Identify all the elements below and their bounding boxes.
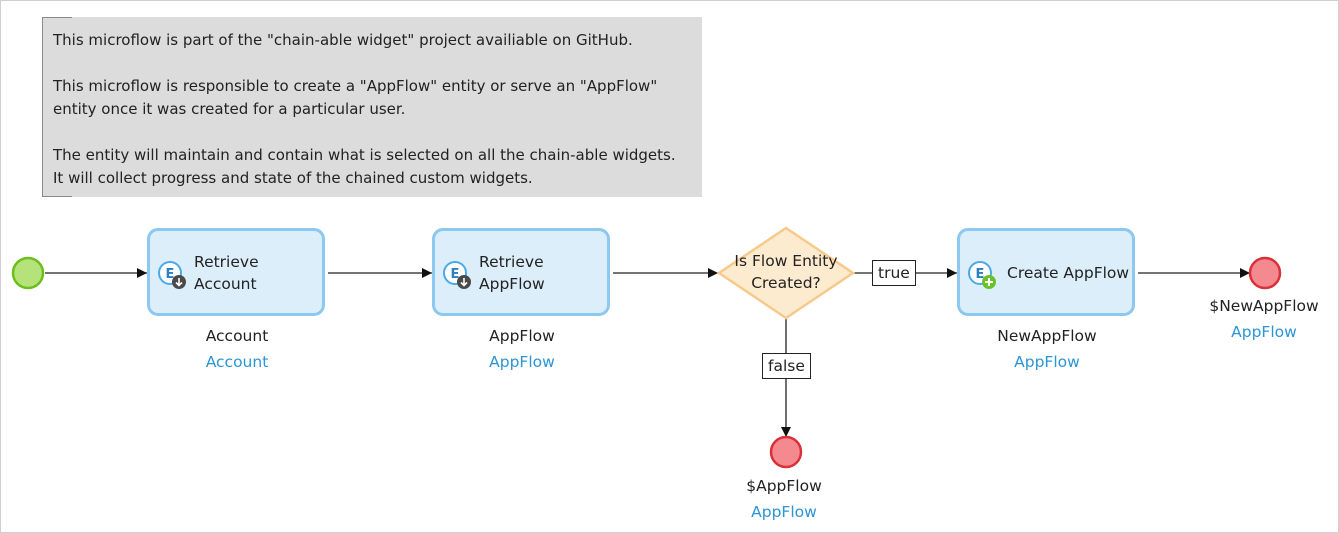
create-icon: E bbox=[968, 261, 996, 289]
end-event-appflow bbox=[769, 435, 803, 469]
annotation-line-3: The entity will maintain and contain wha… bbox=[53, 146, 676, 187]
output-variable-name: NewAppFlow bbox=[997, 327, 1097, 345]
output-variable-type: AppFlow bbox=[489, 353, 555, 371]
decision-label[interactable]: Is Flow Entity Created? bbox=[734, 252, 838, 292]
output-variable-type: AppFlow bbox=[1014, 353, 1080, 371]
end-event-return-type: AppFlow bbox=[751, 503, 817, 521]
decision-diamond bbox=[716, 226, 856, 320]
retrieve-icon: E bbox=[443, 261, 471, 289]
activity-create-appflow[interactable]: E Create AppFlow bbox=[957, 228, 1135, 316]
annotation-text: This microflow is part of the "chain-abl… bbox=[53, 29, 693, 190]
output-variable-name: Account bbox=[205, 327, 269, 345]
end-event-new-appflow bbox=[1248, 256, 1282, 290]
annotation-line-2: This microflow is responsible to create … bbox=[53, 77, 658, 118]
retrieve-icon: E bbox=[158, 261, 186, 289]
annotation-line-1: This microflow is part of the "chain-abl… bbox=[53, 31, 633, 49]
annotation-bracket bbox=[42, 17, 72, 197]
activity-label: Create AppFlow bbox=[1007, 264, 1130, 282]
svg-text:E: E bbox=[166, 267, 175, 282]
start-event bbox=[11, 256, 45, 290]
svg-text:E: E bbox=[976, 267, 985, 282]
case-true-label[interactable]: true bbox=[872, 260, 916, 286]
end-event-return-value: $AppFlow bbox=[746, 477, 822, 495]
activity-retrieve-account[interactable]: E Retrieve Account bbox=[147, 228, 325, 316]
end-event-return-value: $NewAppFlow bbox=[1209, 297, 1319, 315]
output-variable-type: Account bbox=[205, 353, 269, 371]
end-event-return-type: AppFlow bbox=[1231, 323, 1297, 341]
activity-label: Retrieve AppFlow bbox=[479, 253, 545, 293]
case-false-label[interactable]: false bbox=[762, 353, 811, 379]
output-variable-name: AppFlow bbox=[489, 327, 555, 345]
svg-text:E: E bbox=[451, 267, 460, 282]
activity-label: Retrieve Account bbox=[194, 253, 259, 293]
annotation-note[interactable] bbox=[42, 17, 702, 197]
activity-retrieve-appflow[interactable]: E Retrieve AppFlow bbox=[432, 228, 610, 316]
